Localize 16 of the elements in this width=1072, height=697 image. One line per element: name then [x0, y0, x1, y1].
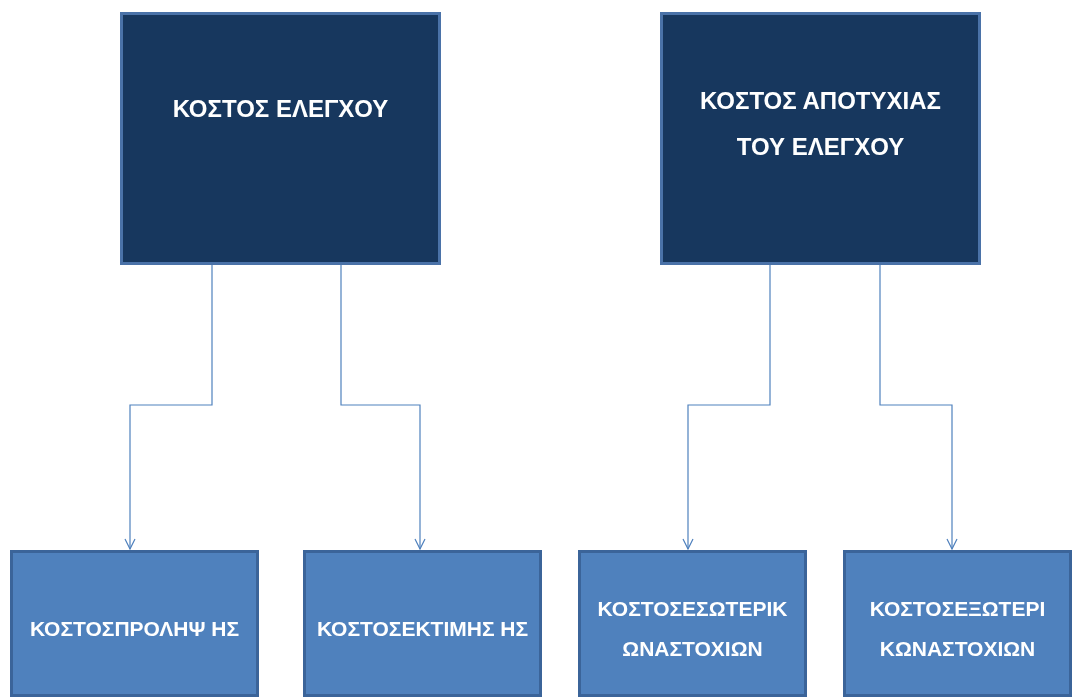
- subcategory-box: [578, 550, 807, 697]
- connector-arrow: [879, 264, 958, 550]
- box-label: ΚΟΣΤΟΣΕΣΩΤΕΡΙΚ ΩΝΑΣΤΟΧΙΩΝ: [596, 595, 789, 662]
- box-label: ΚΟΣΤΟΣΕΞΩΤΕΡΙ ΚΩΝΑΣΤΟΧΙΩΝ: [868, 595, 1047, 662]
- connector-arrow: [682, 264, 771, 550]
- subcategory-box: [843, 550, 1072, 697]
- subcategory-box: [303, 550, 542, 697]
- box-label: ΚΟΣΤΟΣ ΕΛΕΓΧΟΥ: [172, 93, 389, 124]
- connector-arrow: [124, 264, 213, 550]
- subcategory-box: [10, 550, 259, 697]
- connector-arrow: [340, 264, 426, 550]
- category-box: [120, 12, 441, 265]
- box-label: ΚΟΣΤΟΣΠΡΟΛΗΨ ΗΣ: [29, 615, 240, 642]
- box-label: ΚΟΣΤΟΣ ΑΠΟΤΥΧΙΑΣ ΤΟΥ ΕΛΕΓΧΟΥ: [699, 85, 942, 162]
- category-box: [660, 12, 981, 265]
- box-label: ΚΟΣΤΟΣΕΚΤΙΜΗΣ ΗΣ: [316, 615, 529, 642]
